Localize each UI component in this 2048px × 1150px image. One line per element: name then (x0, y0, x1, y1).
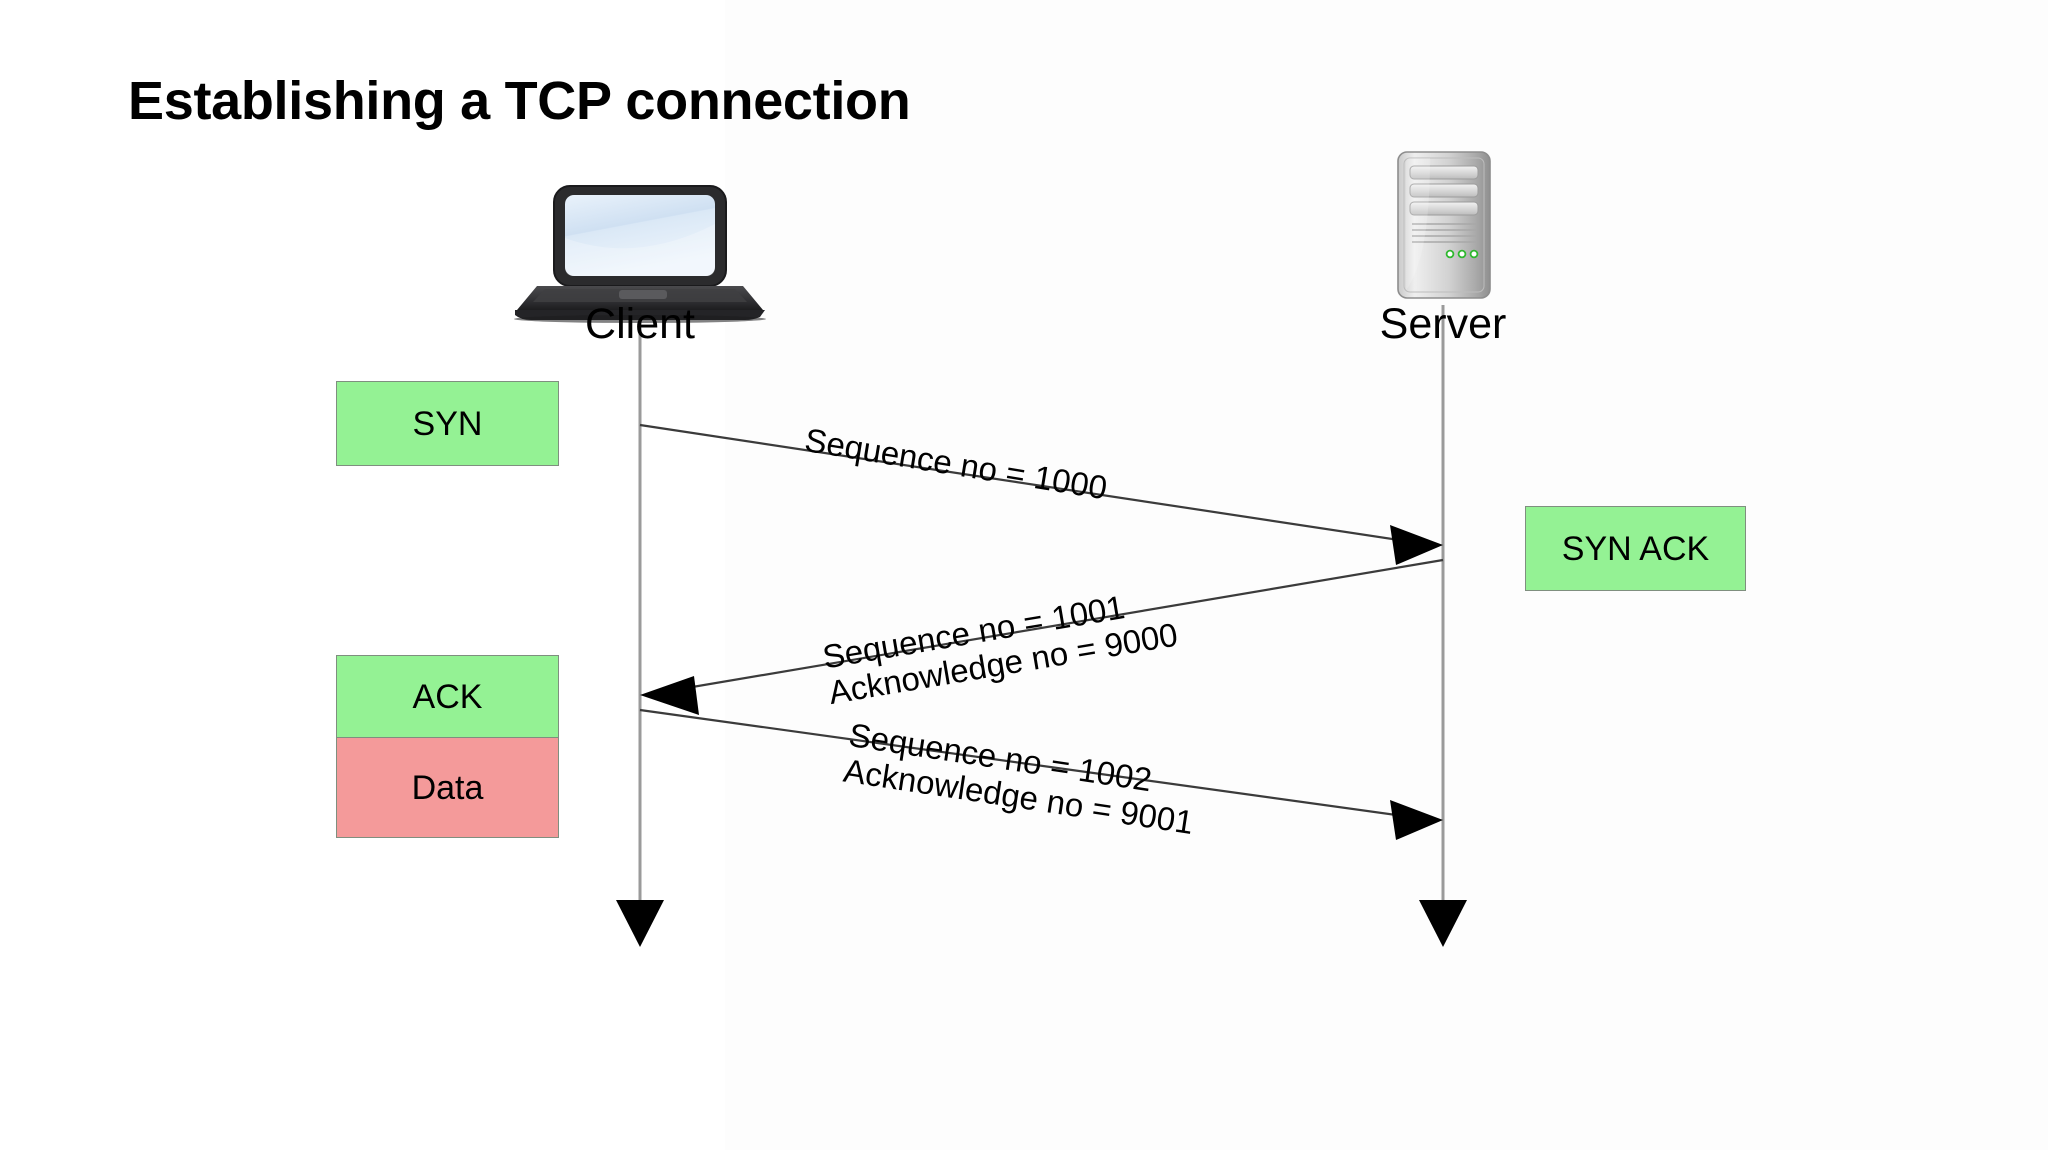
node-label-server: Server (1379, 300, 1507, 348)
message-arrow-3 (639, 708, 1443, 840)
message-arrow-2 (640, 558, 1444, 715)
laptop-icon (514, 185, 766, 323)
flag-box-syn-ack[interactable]: SYN ACK (1525, 506, 1746, 591)
node-label-client: Client (585, 300, 695, 348)
flag-box-ack[interactable]: ACK (336, 655, 559, 738)
message-arrow-1 (639, 423, 1443, 565)
flag-box-data[interactable]: Data (336, 737, 559, 838)
page-title: Establishing a TCP connection (128, 71, 911, 131)
flag-box-syn[interactable]: SYN (336, 381, 559, 466)
server-tower-icon (1397, 151, 1491, 299)
slide-backdrop (725, 0, 2048, 1150)
lifeline-client (616, 305, 664, 947)
lifeline-server (1419, 305, 1467, 947)
